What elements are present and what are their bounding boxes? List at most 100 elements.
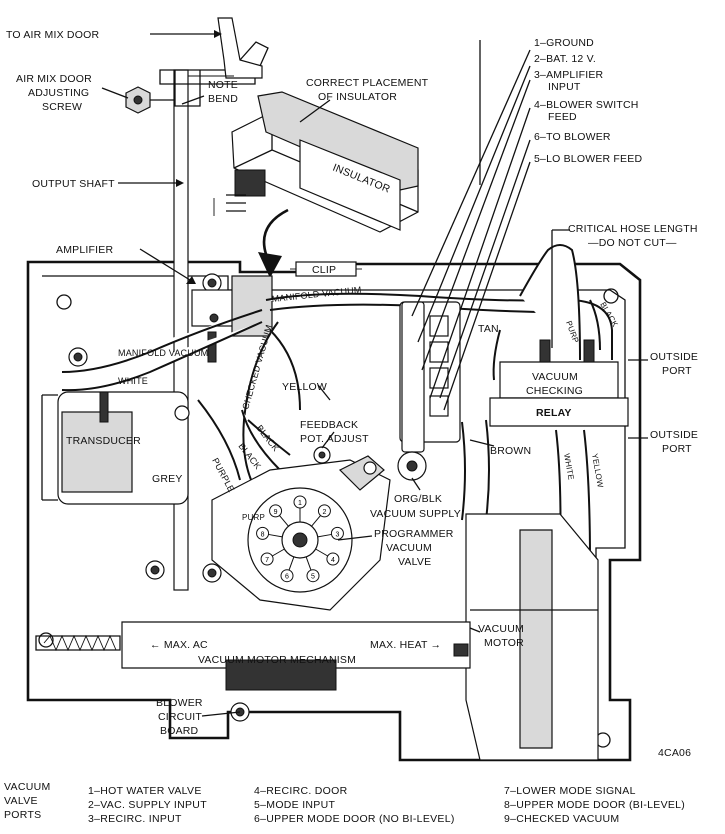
valve-spoke [305, 556, 312, 571]
label-critical-hose-2: —DO NOT CUT— [588, 237, 677, 249]
label-to-air-mix-door: TO AIR MIX DOOR [6, 29, 99, 41]
label-vacuum-checking-1: VACUUM [532, 371, 578, 383]
callout-labels: TO AIR MIX DOOR AIR MIX DOOR ADJUSTING S… [6, 29, 698, 759]
screw [202, 563, 222, 583]
terminal-amplifier: 3–AMPLIFIER [534, 69, 604, 81]
legend-item-5: 5–MODE INPUT [254, 799, 335, 811]
legend-item-8: 8–UPPER MODE DOOR (BI-LEVEL) [504, 799, 685, 811]
label-note-bend-1: NOTE [208, 79, 238, 91]
valve-port-number: 3 [335, 531, 339, 538]
leader-lines [101, 30, 648, 717]
screw [68, 347, 88, 367]
valve-port-number: 8 [261, 531, 265, 538]
terminal-ground: 1–GROUND [534, 37, 594, 49]
label-vacuum-motor-mechanism: VACUUM MOTOR MECHANISM [198, 654, 356, 666]
valve-spoke [317, 533, 332, 538]
legend-item-9: 9–CHECKED VACUUM [504, 813, 619, 825]
terminal-lo-blower-feed: 5–LO BLOWER FEED [534, 153, 642, 165]
valve-port [269, 504, 283, 518]
label-blower-board-2: CIRCUIT [158, 711, 202, 723]
label-brown: BROWN [490, 445, 531, 457]
legend-title-2: VALVE [4, 795, 38, 807]
label-programmer-2: VACUUM [386, 542, 432, 554]
label-relay: RELAY [536, 407, 572, 419]
valve-port [326, 552, 340, 566]
label-grey: GREY [152, 473, 183, 485]
valve-spoke [288, 556, 295, 571]
valve-port [317, 504, 331, 518]
valve-spoke [315, 548, 328, 557]
mount-hole [38, 632, 54, 648]
label-insulator-placement-1: CORRECT PLACEMENT [306, 77, 429, 89]
label-critical-hose-1: CRITICAL HOSE LENGTH [568, 223, 698, 235]
insulator-arrow [258, 208, 289, 278]
label-purp-small: PURP [242, 513, 265, 522]
label-vacuum-motor-1: VACUUM [478, 623, 524, 635]
legend: VACUUM VALVE PORTS 1–HOT WATER VALVE 2–V… [4, 781, 685, 825]
terminal-battery: 2–BAT. 12 V. [534, 53, 596, 65]
valve-port [280, 569, 294, 583]
valve-port-number: 1 [298, 500, 302, 507]
label-blower-board-3: BOARD [160, 725, 199, 737]
valve-port-number: 5 [311, 574, 315, 581]
label-outside-port-1a: OUTSIDE [650, 351, 698, 363]
clip [290, 261, 362, 277]
label-yellow-mid: YELLOW [282, 381, 327, 393]
insulator-inset [213, 91, 419, 233]
valve-port [330, 526, 344, 540]
valve-spoke [272, 548, 285, 557]
legend-item-3: 3–RECIRC. INPUT [88, 813, 182, 825]
label-outside-port-2b: PORT [662, 443, 692, 455]
label-org-blk: ORG/BLK [394, 493, 442, 505]
label-tan: TAN [478, 323, 499, 335]
label-vacuum-checking-2: CHECKING [526, 385, 583, 397]
vacuum-motor [465, 513, 599, 761]
valve-spoke [311, 515, 321, 527]
label-yellow-right: YELLOW [590, 453, 605, 489]
label-output-shaft: OUTPUT SHAFT [32, 178, 115, 190]
legend-item-2: 2–VAC. SUPPLY INPUT [88, 799, 207, 811]
label-transducer: TRANSDUCER [66, 435, 141, 447]
mount-hole [56, 294, 72, 310]
legend-item-1: 1–HOT WATER VALVE [88, 785, 202, 797]
label-vacuum-supply: VACUUM SUPPLY [370, 508, 461, 520]
terminal-board [397, 301, 461, 481]
legend-item-7: 7–LOWER MODE SIGNAL [504, 785, 636, 797]
label-vacuum-motor-2: MOTOR [484, 637, 524, 649]
label-programmer-3: VALVE [398, 556, 431, 568]
label-white-left: WHITE [118, 376, 148, 386]
label-clip: CLIP [312, 264, 336, 276]
adjusting-screw [125, 86, 174, 114]
label-outside-port-1b: PORT [662, 365, 692, 377]
screw [145, 560, 165, 580]
label-amplifier: AMPLIFIER [56, 244, 113, 256]
terminal-blower-switch-feed: FEED [548, 111, 577, 123]
label-max-ac: ← MAX. AC [150, 639, 208, 651]
valve-port-number: 2 [322, 509, 326, 516]
terminal-labels: 1–GROUND 2–BAT. 12 V. 3–AMPLIFIER INPUT … [534, 37, 642, 165]
valve-port-number: 4 [331, 557, 335, 564]
label-note-bend-2: BEND [208, 93, 238, 105]
vacuum-motor-mechanism [35, 621, 471, 691]
label-air-mix-adjust-1: AIR MIX DOOR [16, 73, 92, 85]
valve-port [260, 552, 274, 566]
label-outside-port-2a: OUTSIDE [650, 429, 698, 441]
valve-lever [338, 455, 385, 491]
valve-port-number: 9 [274, 509, 278, 516]
relay [489, 339, 629, 427]
label-blower-board-1: BLOWER [156, 697, 203, 709]
label-manifold-vacuum-left: MANIFOLD VACUUM [118, 348, 208, 358]
terminal-leaders [411, 40, 531, 411]
terminal-to-blower: 6–TO BLOWER [534, 131, 611, 143]
legend-title-1: VACUUM [4, 781, 51, 793]
programmer-housing [26, 260, 642, 762]
label-insulator-placement-2: OF INSULATOR [318, 91, 397, 103]
label-white-right: WHITE [562, 453, 576, 481]
valve-port [306, 569, 320, 583]
terminal-amplifier-input: INPUT [548, 81, 581, 93]
label-fig-code: 4CA06 [658, 747, 691, 759]
screw [202, 273, 222, 293]
transducer [41, 391, 190, 505]
